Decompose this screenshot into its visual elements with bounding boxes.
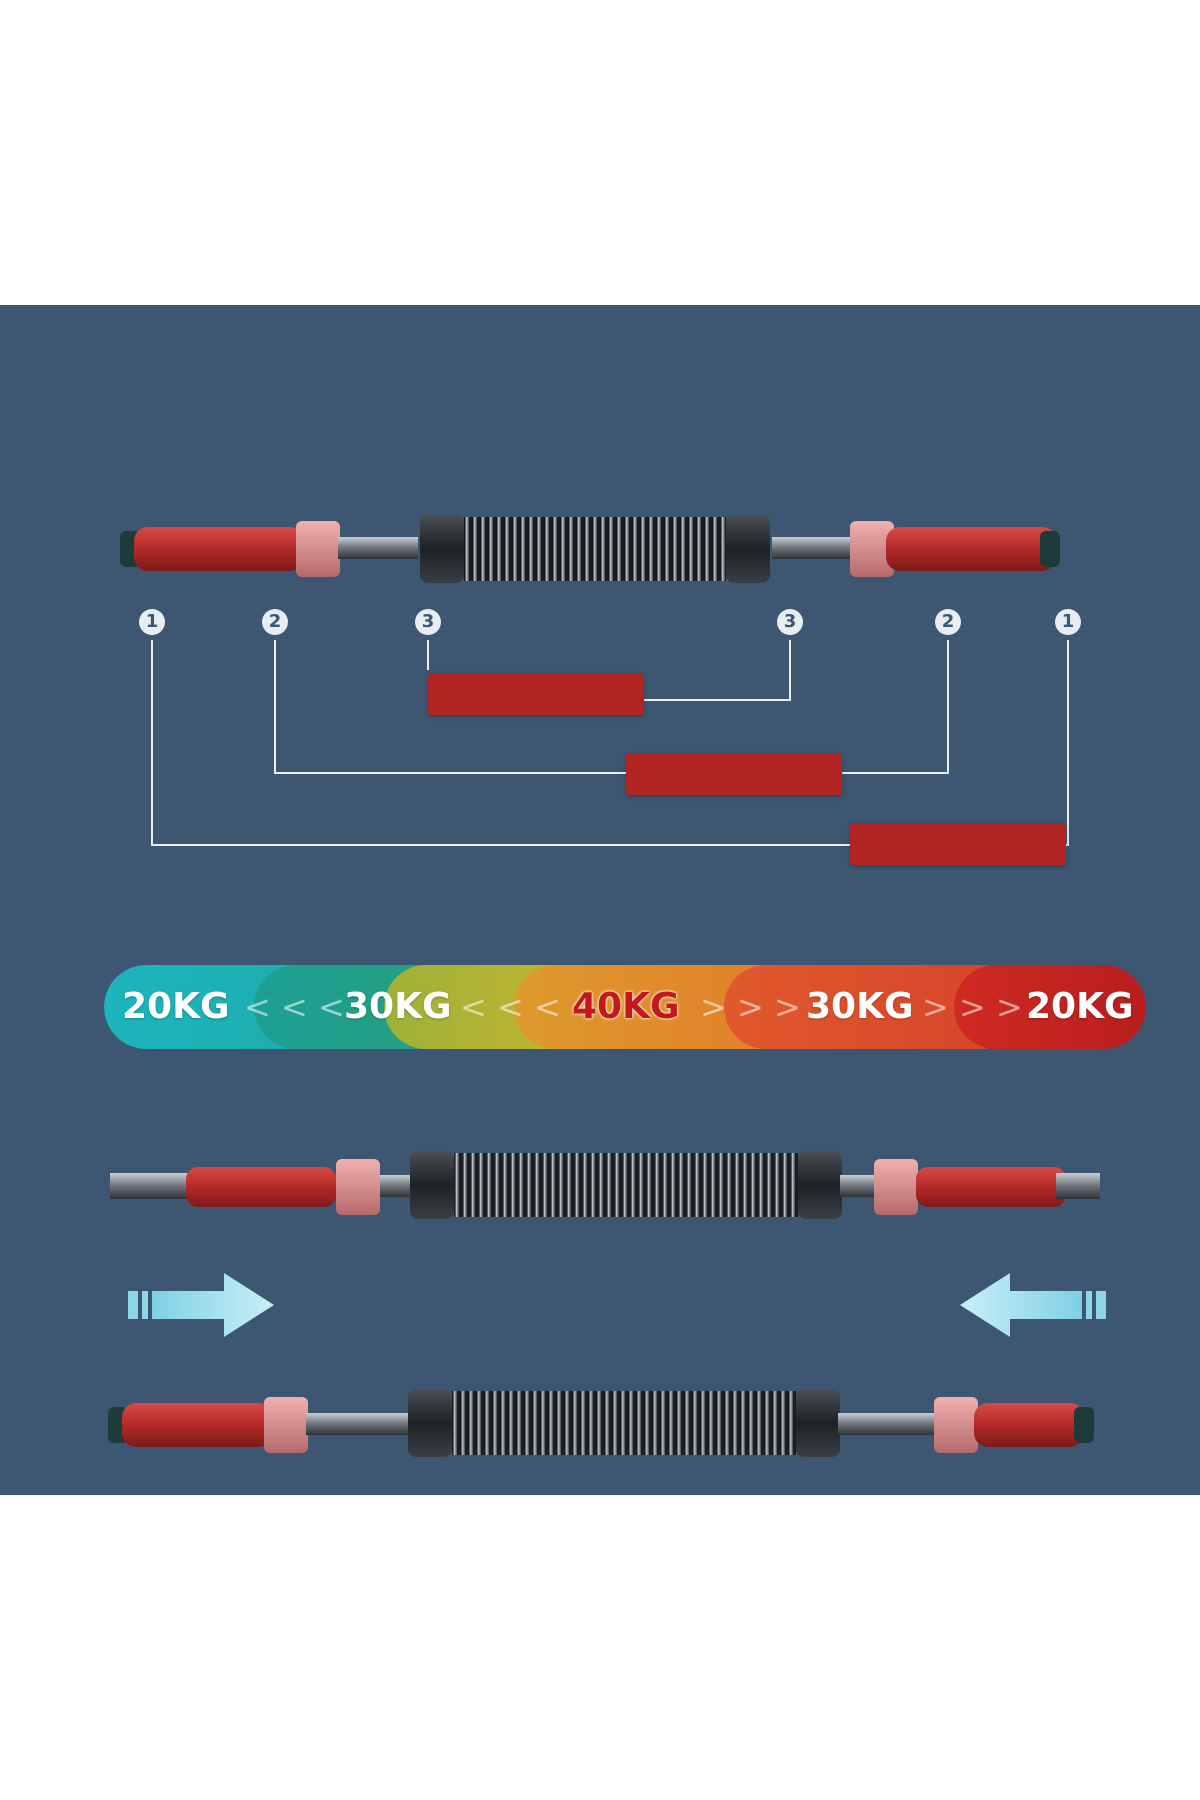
chevrons-left: < < < [460,988,561,1026]
label-block-3 [428,673,644,715]
callout-lines [151,640,1069,846]
chevrons-right: > > > [922,988,1023,1026]
resistance-label: 40KG [572,986,680,1027]
resistance-strip: 20KG < < < 30KG < < < 40KG > > > 30KG > … [104,965,1146,1049]
callout-number: 3 [777,609,803,635]
arrow-left-icon [960,1273,1106,1337]
resistance-label: 30KG [344,986,452,1027]
chest-expander-bar-top [120,515,1060,583]
chevrons-left: < < < [244,988,345,1026]
arrow-right-icon [128,1273,274,1337]
resistance-label: 20KG [122,986,230,1027]
chest-expander-bar-extended [110,1151,1100,1219]
resistance-label: 20KG [1026,986,1134,1027]
chevrons-right: > > > [700,988,801,1026]
callout-number: 2 [935,609,961,635]
callout-number: 1 [1055,609,1081,635]
resistance-segment [954,965,1146,1049]
product-panel: 1 2 3 3 2 1 20KG < < < 30KG < < < 40KG >… [0,305,1200,1495]
chest-expander-bar-compressed [108,1389,1094,1457]
label-block-2 [626,753,842,795]
callout-number: 3 [415,609,441,635]
label-block-1 [850,823,1066,865]
callout-number: 2 [262,609,288,635]
resistance-label: 30KG [806,986,914,1027]
callout-number: 1 [139,609,165,635]
